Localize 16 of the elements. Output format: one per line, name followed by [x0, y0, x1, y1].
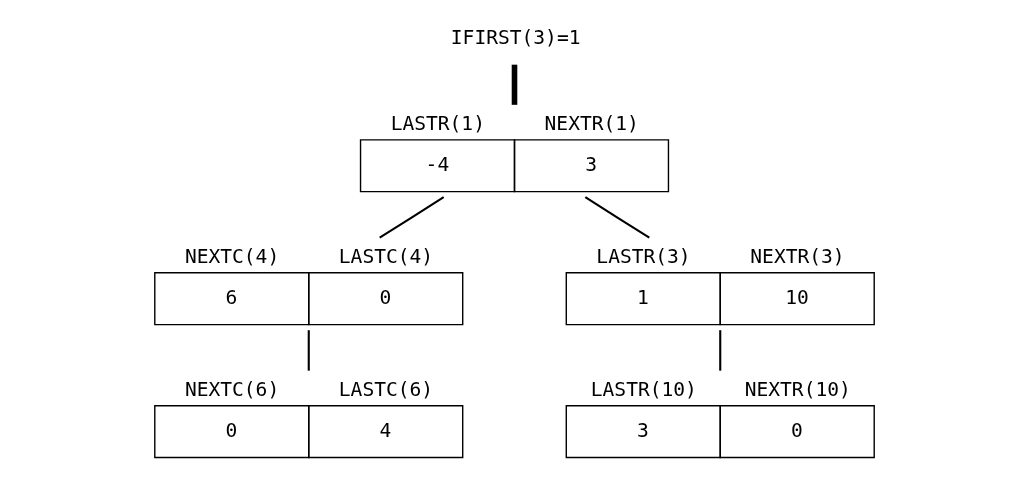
connector [719, 330, 722, 371]
node-label: LASTC(4) [338, 245, 434, 269]
node-label: NEXTC(4) [184, 245, 280, 269]
connector [511, 64, 518, 105]
connector [307, 330, 310, 371]
node-label: NEXTR(3) [750, 245, 845, 269]
node-label: LASTR(3) [596, 245, 691, 269]
node-label: LASTR(10) [590, 378, 697, 402]
node-label: NEXTR(1) [544, 112, 639, 136]
node-label: LASTR(1) [390, 112, 485, 136]
connector [379, 196, 445, 239]
node-text: IFIRST(3)=1 [450, 26, 581, 50]
node-label: NEXTC(6) [184, 378, 280, 402]
node-label: NEXTR(10) [744, 378, 851, 402]
connector [584, 196, 650, 239]
node-label: LASTC(6) [338, 378, 434, 402]
